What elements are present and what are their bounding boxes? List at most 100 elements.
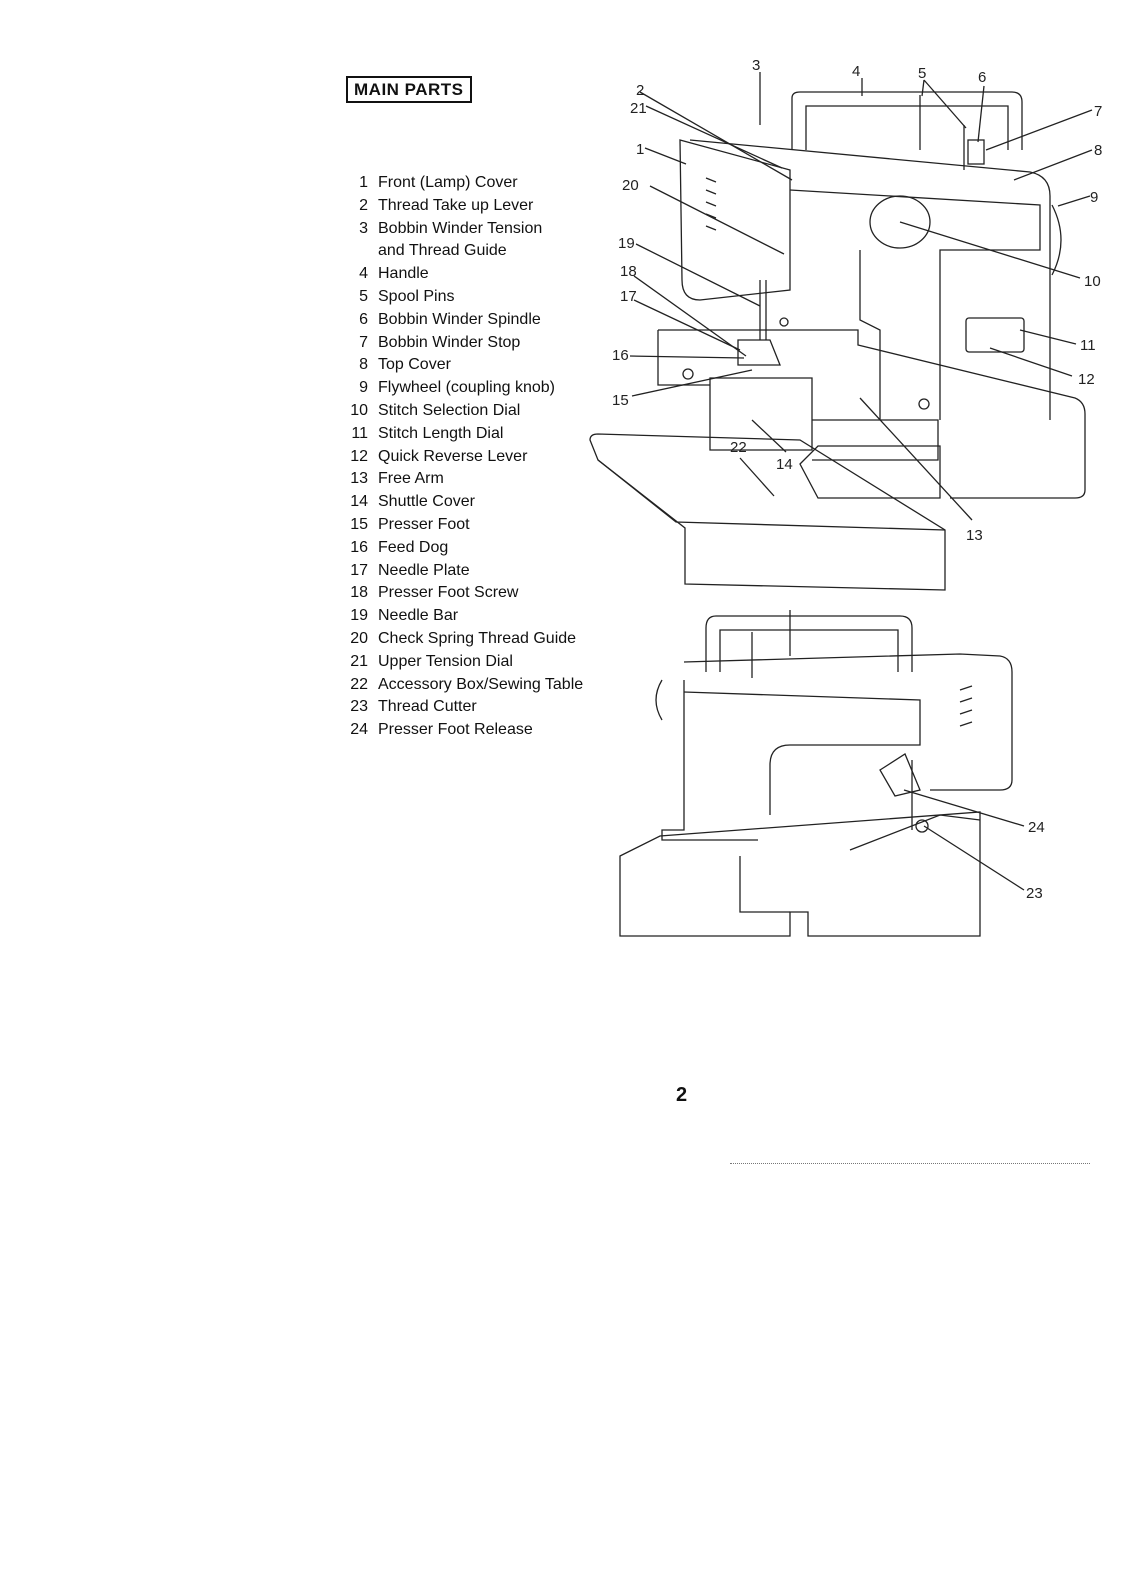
part-number: 9 [359,379,368,397]
leader-line-10 [899,221,1081,279]
callout-6: 6 [978,69,986,86]
rear-handle-inner [719,629,899,672]
parts-list-item: 11 Stitch Length Dial [338,423,583,446]
part-label: Bobbin Winder Tension [378,219,543,237]
upper-arm [789,189,1041,420]
callout-13: 13 [966,527,983,544]
leader-line-17 [633,299,741,351]
callout-24: 24 [1028,819,1045,836]
arm-pillar [859,250,881,420]
part-number: 1 [359,174,368,191]
handle-inner [805,105,1009,150]
rear-flywheel [655,679,663,721]
part-number: 3 [359,219,368,237]
part-label: Shuttle Cover [378,493,475,511]
stitch-selection-dial [869,195,931,249]
callout-8: 8 [1094,142,1102,159]
presser-foot-release [879,753,921,797]
part-number: 22 [350,675,368,693]
part-label: Bobbin Winder Spindle [378,310,541,328]
parts-list-item: 5 Spool Pins [338,286,583,309]
leader-line-9 [1057,195,1091,207]
leader-line-15 [631,369,753,397]
part-number: 2 [359,196,368,214]
leader-line-13 [859,397,973,521]
rear-free-arm [739,856,790,913]
machine-bed [658,329,1086,499]
presser-foot-screw [779,317,789,327]
leader-line-19 [635,243,761,307]
leader-line-22 [739,457,775,497]
callout-11: 11 [1080,337,1096,354]
leader-line-11 [1019,329,1077,345]
parts-list-item: 9 Flywheel (coupling knob) [338,377,583,400]
part-label: Stitch Length Dial [378,424,504,442]
section-title: MAIN PARTS [346,76,472,103]
callout-7: 7 [1094,103,1102,120]
part-number: 5 [359,287,368,305]
leader-line-2 [639,91,793,181]
callout-12: 12 [1078,371,1095,388]
part-label: Handle [378,265,429,283]
callout-4: 4 [852,63,860,80]
part-label: Check Spring Thread Guide [378,629,577,647]
callout-19: 19 [618,235,635,252]
part-number: 19 [350,607,368,625]
part-number: 6 [359,310,368,328]
accessory-box-edge [597,459,946,531]
accessory-box [589,433,946,591]
rear-vent-slots [959,685,973,727]
part-label: Free Arm [378,470,444,488]
part-label: Front (Lamp) Cover [378,174,518,191]
part-number: 11 [351,424,368,442]
rear-handle [705,615,913,672]
callout-10: 10 [1084,273,1101,290]
bobbin-winder-stop [967,139,985,165]
part-number: 15 [350,515,368,533]
presser-foot [737,339,781,366]
rear-view-machine [619,610,1013,937]
shuttle-cover [709,377,813,451]
callout-numbers: 3 4 5 6 7 8 9 10 11 12 2 21 1 20 19 18 1… [612,57,1102,902]
accessory-box-slot [799,445,941,499]
callout-23: 23 [1026,885,1043,902]
callout-15: 15 [612,392,629,409]
parts-list-item: 6 Bobbin Winder Spindle [338,309,583,332]
screw-hole [682,368,694,380]
part-label: Stitch Selection Dial [378,401,521,419]
part-label: Top Cover [378,356,451,374]
leader-line-1 [644,147,687,165]
rear-arm [683,691,921,815]
leader-line-5 [921,79,925,97]
leader-line-16 [629,355,745,359]
part-label: Presser Foot [378,515,470,533]
part-label: Upper Tension Dial [378,652,513,670]
part-label: Thread Cutter [378,698,477,716]
leader-line-5b [923,79,967,129]
part-label: Bobbin Winder Stop [378,333,521,351]
part-number: 18 [350,584,368,602]
callout-2: 2 [636,82,644,99]
rear-bed [619,811,981,937]
part-number: 23 [350,698,368,716]
part-label: Flywheel (coupling knob) [378,379,555,397]
callout-5: 5 [918,65,926,82]
vent-slots [705,177,717,231]
rear-pillar [661,680,758,841]
scan-edge-line [730,1163,1090,1164]
leader-line-20 [649,185,785,255]
part-label: Spool Pins [378,287,455,305]
callout-18: 18 [620,263,637,280]
stitch-length-dial [965,317,1025,353]
leader-line-6 [977,85,985,143]
